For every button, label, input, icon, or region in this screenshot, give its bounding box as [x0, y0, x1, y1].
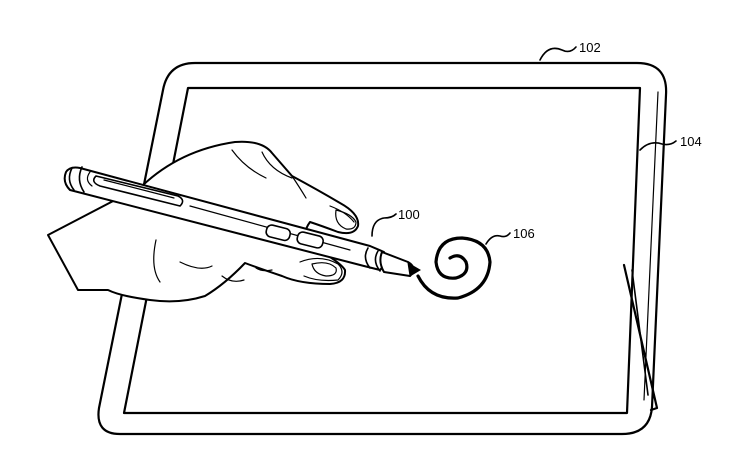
label-102: 102	[579, 40, 601, 55]
leader-102	[539, 46, 577, 61]
reference-numerals: 102 104 100 106	[398, 40, 702, 241]
leader-106	[485, 232, 511, 245]
leader-lines	[371, 46, 677, 245]
leader-100	[371, 213, 397, 237]
display-screen	[122, 86, 642, 415]
tablet-outer-frame	[97, 61, 668, 436]
tablet-side-edge	[643, 91, 659, 401]
label-100: 100	[398, 207, 420, 222]
digital-ink-stroke	[416, 236, 492, 300]
thumb	[299, 257, 343, 282]
stylus-pen	[63, 166, 421, 277]
leader-104	[639, 140, 677, 151]
stylus-button-lower	[296, 231, 324, 249]
thumbnail	[311, 262, 337, 277]
stylus-button-upper	[265, 224, 292, 242]
label-104: 104	[680, 134, 702, 149]
index-fingernail	[335, 209, 357, 230]
label-106: 106	[513, 226, 535, 241]
